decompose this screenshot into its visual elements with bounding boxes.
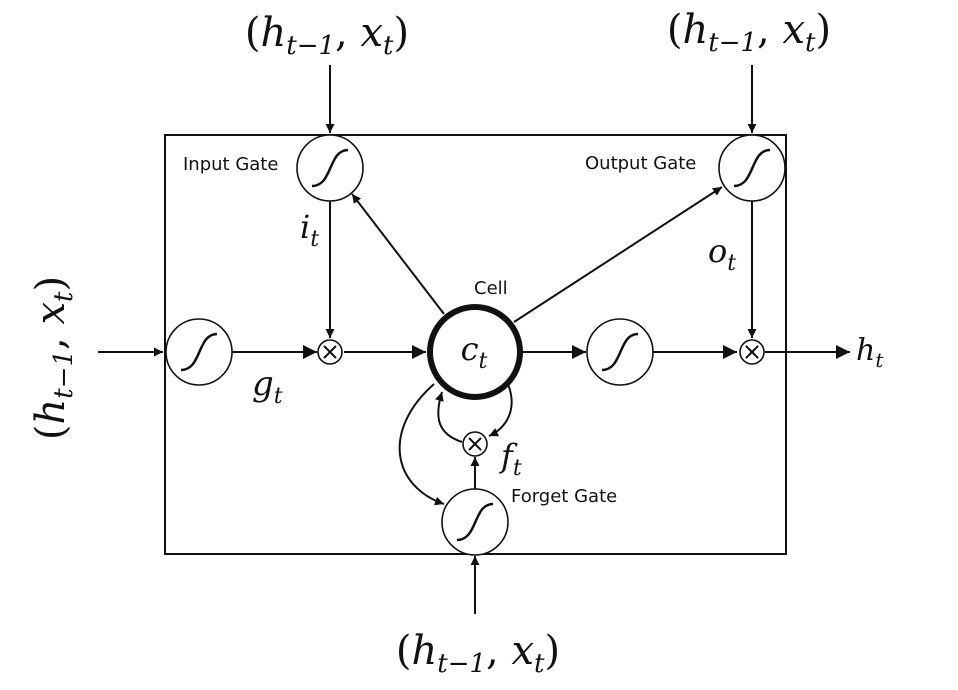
input-label-left: (ht−1, xt) — [28, 276, 79, 440]
output-gate-node — [718, 134, 786, 202]
sigmoid-icon — [601, 332, 639, 372]
arrow-cell-to-forget-gate — [398, 383, 445, 506]
arrow-cell-to-mult-loop — [488, 383, 513, 437]
arrow-cell-to-input-gate — [351, 193, 445, 315]
input-gate-node — [296, 134, 364, 202]
input-label-bottom: (ht−1, xt) — [396, 628, 560, 679]
arrow-cell-to-output-gate — [513, 186, 723, 323]
multiply-node-output — [739, 339, 765, 365]
cell-state-symbol: ct — [461, 330, 488, 374]
sigmoid-icon — [733, 148, 771, 188]
input-activation-node — [165, 318, 233, 386]
output-gate-label: Output Gate — [585, 153, 696, 174]
input-label-top-right: (ht−1, xt) — [667, 7, 831, 58]
sigmoid-icon — [311, 148, 349, 188]
sigmoid-icon — [180, 332, 218, 372]
hidden-output-symbol: ht — [856, 333, 884, 372]
forget-gate-label: Forget Gate — [511, 486, 617, 507]
input-gate-label: Input Gate — [183, 154, 278, 175]
output-gate-symbol: ot — [708, 232, 736, 276]
output-activation-node — [586, 318, 654, 386]
multiply-icon — [745, 345, 759, 359]
forget-gate-symbol: ft — [499, 437, 522, 481]
cell-node: ct — [427, 304, 523, 400]
arrow-mult-to-cell-loop — [435, 391, 463, 443]
cell-label: Cell — [474, 278, 508, 299]
multiply-node-input — [317, 339, 343, 365]
multiply-icon — [468, 437, 482, 451]
input-gate-symbol: it — [300, 208, 319, 252]
multiply-node-forget — [462, 431, 488, 457]
multiply-icon — [323, 345, 337, 359]
input-label-top-left: (ht−1, xt) — [245, 10, 409, 61]
candidate-symbol: gt — [252, 364, 283, 409]
sigmoid-icon — [456, 502, 494, 542]
forget-gate-node — [441, 488, 509, 556]
